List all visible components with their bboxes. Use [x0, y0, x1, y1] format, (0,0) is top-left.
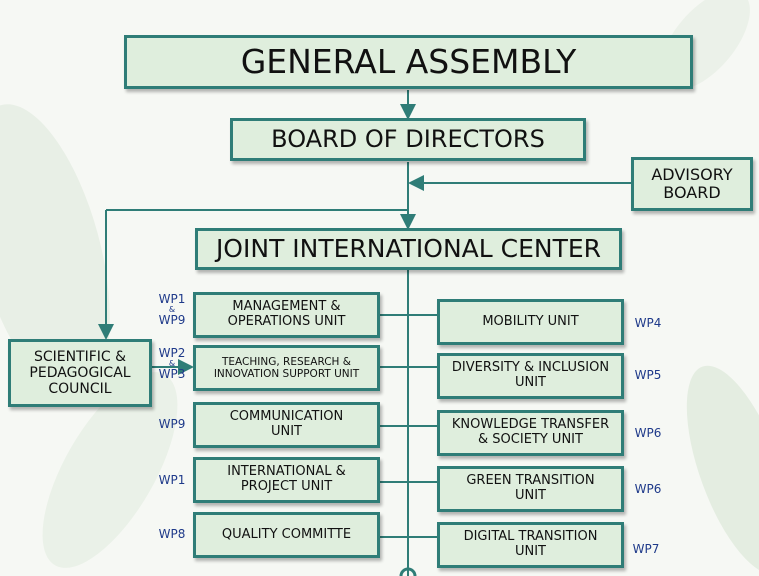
- wp-top: WP1: [158, 292, 186, 306]
- teaching-research-innovation-unit-box: TEACHING, RESEARCH & INNOVATION SUPPORT …: [193, 345, 380, 391]
- management-operations-unit-box: MANAGEMENT & OPERATIONS UNIT: [193, 292, 380, 338]
- advisory-board-line2: BOARD: [663, 183, 721, 202]
- advisory-board-line1: ADVISORY: [651, 164, 733, 184]
- wp-right-text: WP6: [634, 482, 662, 496]
- wp-label-left: WP9: [152, 417, 192, 431]
- board-of-directors-box: BOARD OF DIRECTORS: [230, 118, 586, 161]
- unit-line1: COMMUNICATION: [229, 409, 344, 425]
- wp-top: WP9: [158, 417, 186, 431]
- unit-line1: KNOWLEDGE TRANSFER: [451, 417, 610, 433]
- knowledge-transfer-society-unit-box: KNOWLEDGE TRANSFER & SOCIETY UNIT: [437, 410, 624, 456]
- general-assembly-box: GENERAL ASSEMBLY: [124, 35, 693, 89]
- wp-label-left: WP1: [152, 473, 192, 487]
- mobility-unit-box: MOBILITY UNIT: [437, 299, 624, 345]
- unit-line2: & SOCIETY UNIT: [478, 432, 583, 447]
- wp-bottom: WP3: [158, 367, 186, 382]
- wp-label-left: WP1 & WP9: [152, 292, 192, 328]
- wp-amp: &: [168, 305, 176, 315]
- wp-amp: &: [168, 359, 176, 369]
- wp-label-right: WP7: [626, 542, 666, 556]
- unit-line1: MANAGEMENT &: [232, 299, 341, 315]
- green-transition-unit-box: GREEN TRANSITION UNIT: [437, 466, 624, 512]
- quality-committe-box: QUALITY COMMITTE: [193, 512, 380, 558]
- unit-line2: INNOVATION SUPPORT UNIT: [213, 368, 360, 380]
- general-assembly-label: GENERAL ASSEMBLY: [240, 42, 577, 82]
- wp-label-right: WP4: [628, 316, 668, 330]
- international-project-unit-box: INTERNATIONAL & PROJECT UNIT: [193, 457, 380, 503]
- unit-line1: MOBILITY UNIT: [482, 313, 579, 329]
- joint-international-center-box: JOINT INTERNATIONAL CENTER: [195, 228, 622, 270]
- wp-right-text: WP4: [634, 316, 662, 330]
- council-line3: COUNCIL: [48, 381, 112, 398]
- wp-top: WP8: [158, 527, 186, 541]
- council-line1: SCIENTIFIC &: [33, 348, 127, 365]
- unit-line2: PROJECT UNIT: [240, 479, 333, 494]
- board-of-directors-label: BOARD OF DIRECTORS: [271, 124, 545, 153]
- wp-right-text: WP7: [632, 542, 660, 556]
- wp-right-text: WP5: [634, 368, 662, 382]
- wp-top: WP1: [158, 473, 186, 487]
- unit-line1: TEACHING, RESEARCH &: [222, 355, 351, 368]
- unit-line2: UNIT: [514, 544, 546, 559]
- digital-transition-unit-box: DIGITAL TRANSITION UNIT: [437, 522, 624, 568]
- unit-line2: OPERATIONS UNIT: [227, 314, 346, 329]
- advisory-board-box: ADVISORY BOARD: [631, 157, 753, 211]
- wp-label-left: WP2 & WP3: [152, 346, 192, 382]
- wp-top: WP2: [158, 346, 186, 360]
- wp-label-left: WP8: [152, 527, 192, 541]
- diversity-inclusion-unit-box: DIVERSITY & INCLUSION UNIT: [437, 353, 624, 399]
- wp-label-right: WP6: [628, 426, 668, 440]
- wp-bottom: WP9: [158, 313, 186, 328]
- unit-line1: QUALITY COMMITTE: [221, 526, 352, 542]
- unit-line1: INTERNATIONAL &: [227, 464, 346, 480]
- unit-line2: UNIT: [514, 488, 546, 503]
- communication-unit-box: COMMUNICATION UNIT: [193, 402, 380, 448]
- scientific-pedagogical-council-box: SCIENTIFIC & PEDAGOGICAL COUNCIL: [8, 339, 152, 407]
- wp-label-right: WP5: [628, 368, 668, 382]
- joint-international-center-label: JOINT INTERNATIONAL CENTER: [215, 233, 602, 263]
- unit-line2: UNIT: [514, 375, 546, 390]
- wp-label-right: WP6: [628, 482, 668, 496]
- unit-line1: GREEN TRANSITION: [466, 473, 595, 489]
- wp-right-text: WP6: [634, 426, 662, 440]
- unit-line2: UNIT: [270, 424, 302, 439]
- unit-line1: DIGITAL TRANSITION: [463, 529, 598, 545]
- council-line2: PEDAGOGICAL: [29, 364, 131, 381]
- unit-line1: DIVERSITY & INCLUSION: [451, 360, 610, 376]
